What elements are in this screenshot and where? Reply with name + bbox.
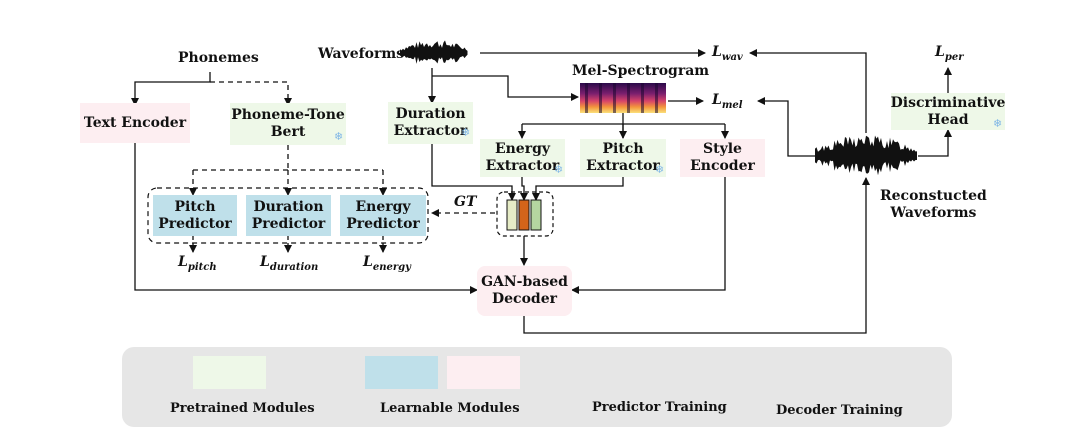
mel-spectrogram-image	[580, 83, 666, 113]
mel-band	[613, 83, 616, 113]
ensemble-group-border	[496, 191, 554, 237]
edge-recon-lwav	[749, 49, 867, 133]
gan-decoder-box: GAN-based Decoder	[477, 266, 572, 316]
ensemble-bar-pitch	[530, 199, 542, 231]
legend-label-decoder-training: Decoder Training	[776, 403, 903, 418]
phoneme-tone-bert-box: Phoneme-Tone Bert	[230, 103, 346, 145]
pitch-predictor-box: Pitch Predictor	[153, 195, 237, 236]
legend-swatch-learnable-blue	[365, 356, 438, 389]
bert-snowflake-icon: ❄	[334, 130, 344, 143]
waveforms-label: Waveforms	[318, 46, 405, 62]
edge-style-decoder	[571, 176, 726, 294]
energy-extractor-snowflake-icon: ❄	[554, 163, 564, 176]
edge-decoder-recon	[523, 177, 870, 334]
ensemble-bar-duration	[506, 199, 518, 231]
legend-swatch-learnable-pink	[447, 356, 520, 389]
reconstructed-waveform-icon	[815, 135, 917, 176]
mel-band	[655, 83, 658, 113]
loss-pitch: Lpitch	[178, 254, 217, 273]
duration-extractor-snowflake-icon: ❄	[461, 126, 471, 139]
edge-waveform-mel	[432, 75, 579, 101]
edge-phonemes-text-encoder	[131, 72, 211, 106]
edge-recon-disc	[918, 129, 952, 157]
mel-band	[627, 83, 630, 113]
legend-label-pretrained: Pretrained Modules	[170, 401, 315, 416]
loss-wav: Lwav	[712, 44, 743, 63]
pitch-extractor-snowflake-icon: ❄	[655, 163, 665, 176]
duration-extractor-box: Duration Extractor	[388, 102, 473, 144]
loss-energy: Lenergy	[363, 254, 411, 273]
mel-band	[641, 83, 644, 113]
edge-phonemes-bert	[210, 81, 292, 106]
discriminative-head-box: Discriminative Head	[891, 93, 1005, 130]
mel-band	[599, 83, 602, 113]
legend-swatch-pretrained	[193, 356, 266, 389]
pitch-extractor-box: Pitch Extractor	[580, 139, 666, 177]
disc-head-snowflake-icon: ❄	[993, 117, 1003, 130]
phonemes-label: Phonemes	[178, 50, 259, 66]
mel-band	[585, 83, 588, 113]
energy-extractor-box: Energy Extractor	[480, 139, 565, 177]
edge-recon-lmel	[757, 97, 815, 157]
edge-energy-ensemble	[520, 176, 528, 201]
loss-mel: Lmel	[712, 92, 743, 111]
text-encoder-box: Text Encoder	[80, 103, 190, 143]
ensemble-bar-energy	[518, 199, 530, 231]
input-waveform-icon	[400, 40, 468, 64]
edge-text-encoder-decoder	[134, 143, 478, 294]
legend-label-learnable: Learnable Modules	[380, 401, 520, 416]
reconstructed-waveforms-label: Reconstucted Waveforms	[880, 188, 987, 221]
duration-predictor-box: Duration Predictor	[246, 195, 331, 236]
legend-label-predictor-training: Predictor Training	[592, 400, 727, 415]
edge-duration-ensemble	[431, 144, 516, 201]
style-encoder-box: Style Encoder	[680, 139, 765, 177]
gt-label: GT	[454, 194, 477, 210]
loss-duration: Lduration	[260, 254, 319, 273]
energy-predictor-box: Energy Predictor	[340, 195, 426, 236]
predictor-group-border	[147, 187, 429, 244]
edge-pitch-ensemble	[532, 176, 624, 201]
loss-per: Lper	[935, 44, 964, 63]
mel-spectrogram-label: Mel-Spectrogram	[572, 63, 710, 79]
